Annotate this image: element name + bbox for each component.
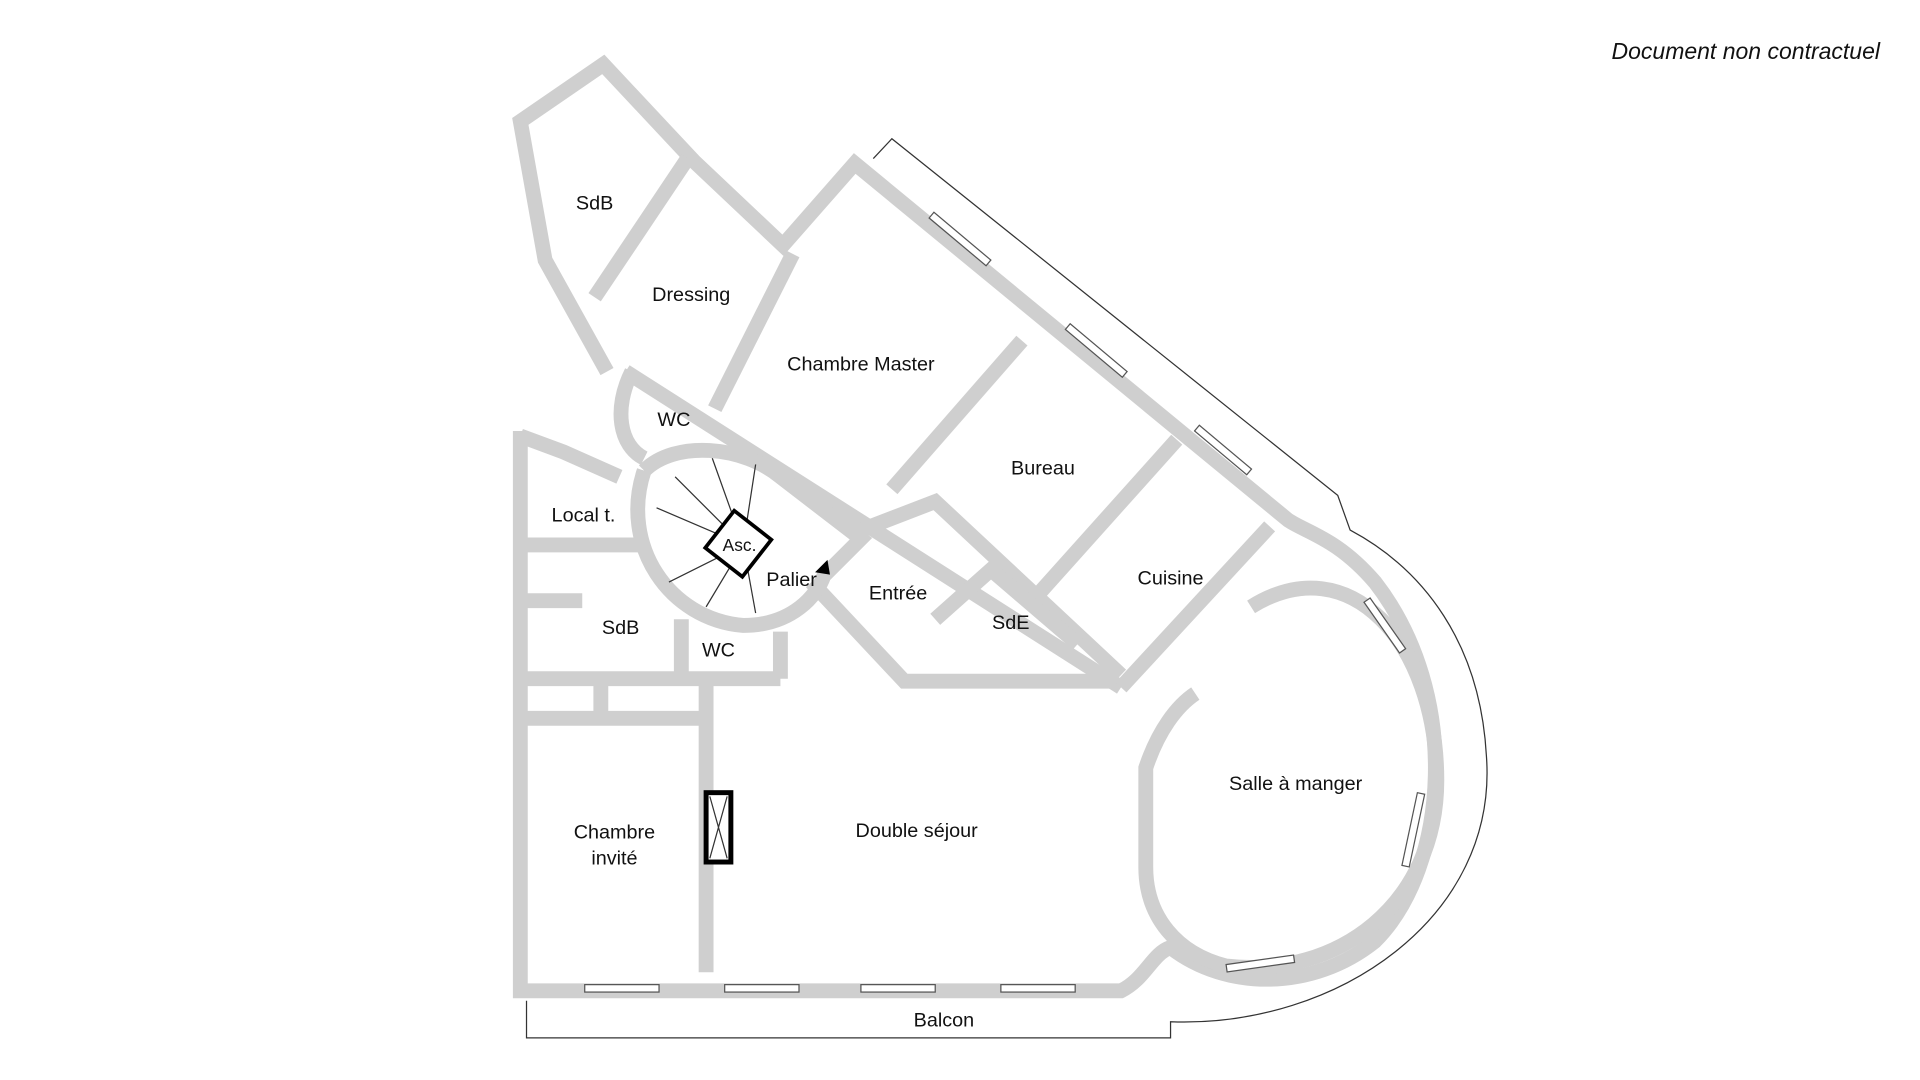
balcony-outline [525, 137, 1488, 1039]
interior-wall [588, 154, 694, 302]
windows [584, 211, 1426, 993]
room-label-sdb-left: SdB [602, 617, 639, 639]
room-label-sdb: SdB [576, 192, 613, 214]
room-label-palier: Palier [766, 569, 817, 591]
elevator-shaft [702, 508, 774, 580]
interior-wall [805, 577, 1115, 689]
room-label-double-sejour: Double séjour [856, 820, 979, 842]
room-label-entree: Entrée [869, 582, 927, 604]
room-label-bureau: Bureau [1011, 457, 1075, 479]
room-label-chambre-master: Chambre Master [787, 353, 935, 375]
room-label-local: Local t. [552, 504, 616, 526]
stair-steps [656, 458, 757, 614]
room-label-salle-a-manger: Salle à manger [1229, 773, 1363, 795]
stair-wall [630, 442, 873, 633]
interior-wall [1115, 521, 1276, 693]
interior-wall [852, 493, 1127, 681]
entry-arrow-icon [815, 559, 830, 575]
room-label-wc-bottom: WC [702, 639, 735, 661]
interior-wall [1032, 434, 1183, 600]
room-label-chambre-invite: Chambre [574, 821, 655, 843]
room-label-balcon: Balcon [914, 1010, 975, 1032]
room-label-cuisine: Cuisine [1138, 568, 1204, 590]
interior-wall [930, 559, 1083, 650]
room-label-dressing: Dressing [652, 284, 730, 306]
interior-wall [517, 368, 649, 484]
interior-wall [886, 335, 1028, 495]
room-label-chambre-invite-2: invité [591, 847, 637, 869]
room-label-asc: Asc. [723, 535, 757, 555]
interior-wall [520, 537, 788, 973]
room-label-wc: WC [657, 409, 690, 431]
room-label-sde: SdE [992, 612, 1029, 634]
disclaimer-text: Document non contractuel [1611, 38, 1881, 64]
interior-wall [708, 250, 800, 413]
